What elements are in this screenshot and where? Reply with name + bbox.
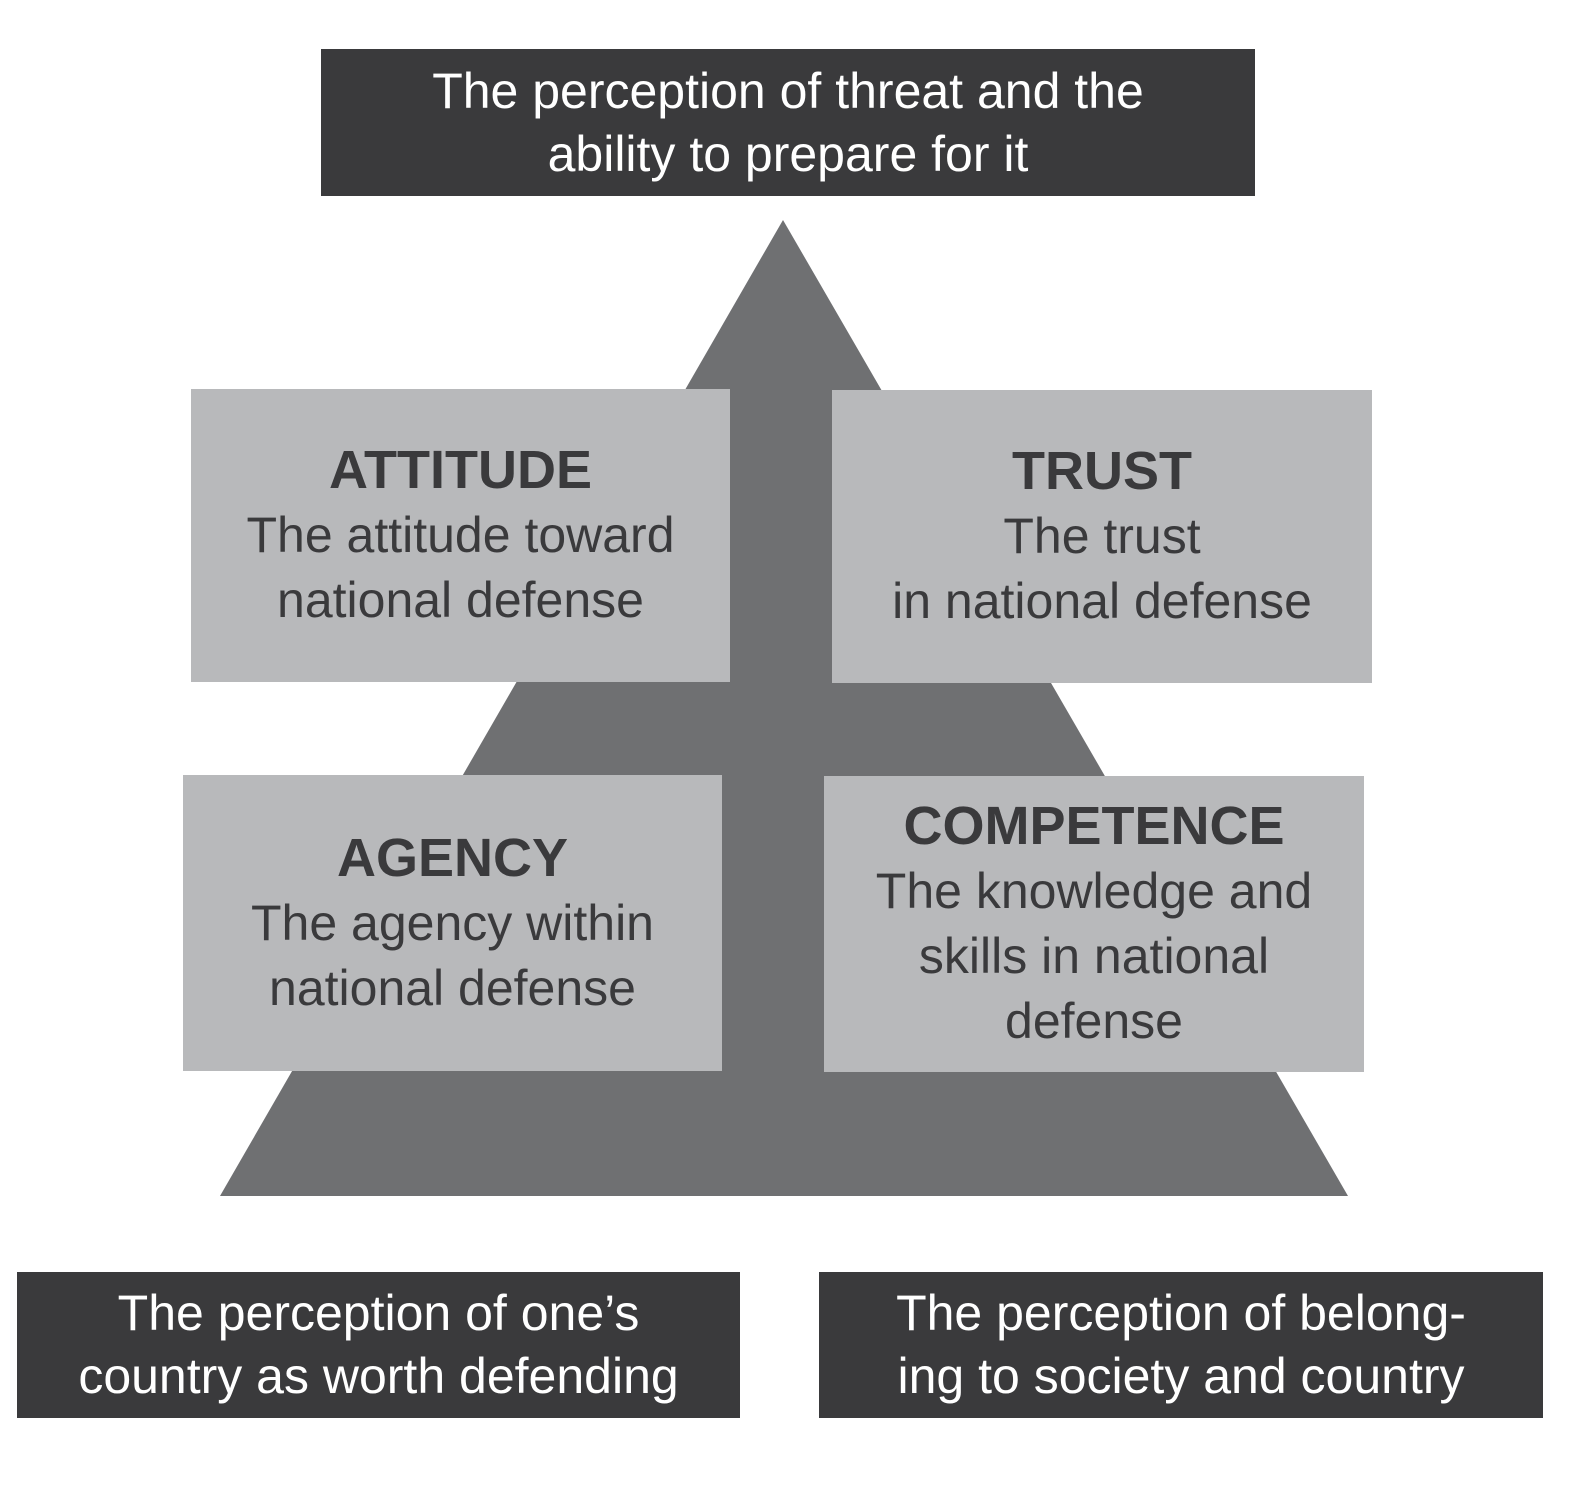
bottom-left-line: country as worth defending	[78, 1348, 679, 1404]
trust-title: TRUST	[1012, 441, 1192, 501]
agency-line: national defense	[269, 959, 636, 1016]
bottom-right-line: The perception of belong-	[896, 1285, 1466, 1341]
bottom-left-line: The perception of one’s	[117, 1285, 640, 1341]
top-box-line: The perception of threat and the	[432, 62, 1144, 119]
agency-line: The agency within	[250, 894, 654, 951]
trust-line: in national defense	[892, 573, 1312, 629]
agency-box: AGENCY The agency within national defens…	[183, 775, 722, 1071]
attitude-title: ATTITUDE	[329, 440, 592, 500]
competence-line: The knowledge and	[875, 863, 1313, 919]
attitude-box: ATTITUDE The attitude toward national de…	[191, 389, 730, 682]
competence-line: defense	[1005, 993, 1183, 1049]
top-box-threat-perception: The perception of threat and the ability…	[321, 49, 1255, 196]
competence-line: skills in national	[918, 928, 1270, 984]
bottom-left-box-country-worth: The perception of one’s country as worth…	[17, 1272, 740, 1418]
competence-title: COMPETENCE	[903, 796, 1285, 856]
bottom-right-box-belonging: The perception of belong- ing to society…	[819, 1272, 1543, 1418]
competence-box: COMPETENCE The knowledge and skills in n…	[824, 776, 1364, 1072]
attitude-line: The attitude toward	[246, 507, 675, 563]
trust-line: The trust	[1003, 508, 1201, 564]
attitude-line: national defense	[277, 572, 644, 628]
agency-title: AGENCY	[336, 827, 569, 888]
top-box-line: ability to prepare for it	[547, 125, 1029, 182]
trust-box: TRUST The trust in national defense	[832, 390, 1372, 683]
bottom-right-line: ing to society and country	[897, 1348, 1465, 1404]
